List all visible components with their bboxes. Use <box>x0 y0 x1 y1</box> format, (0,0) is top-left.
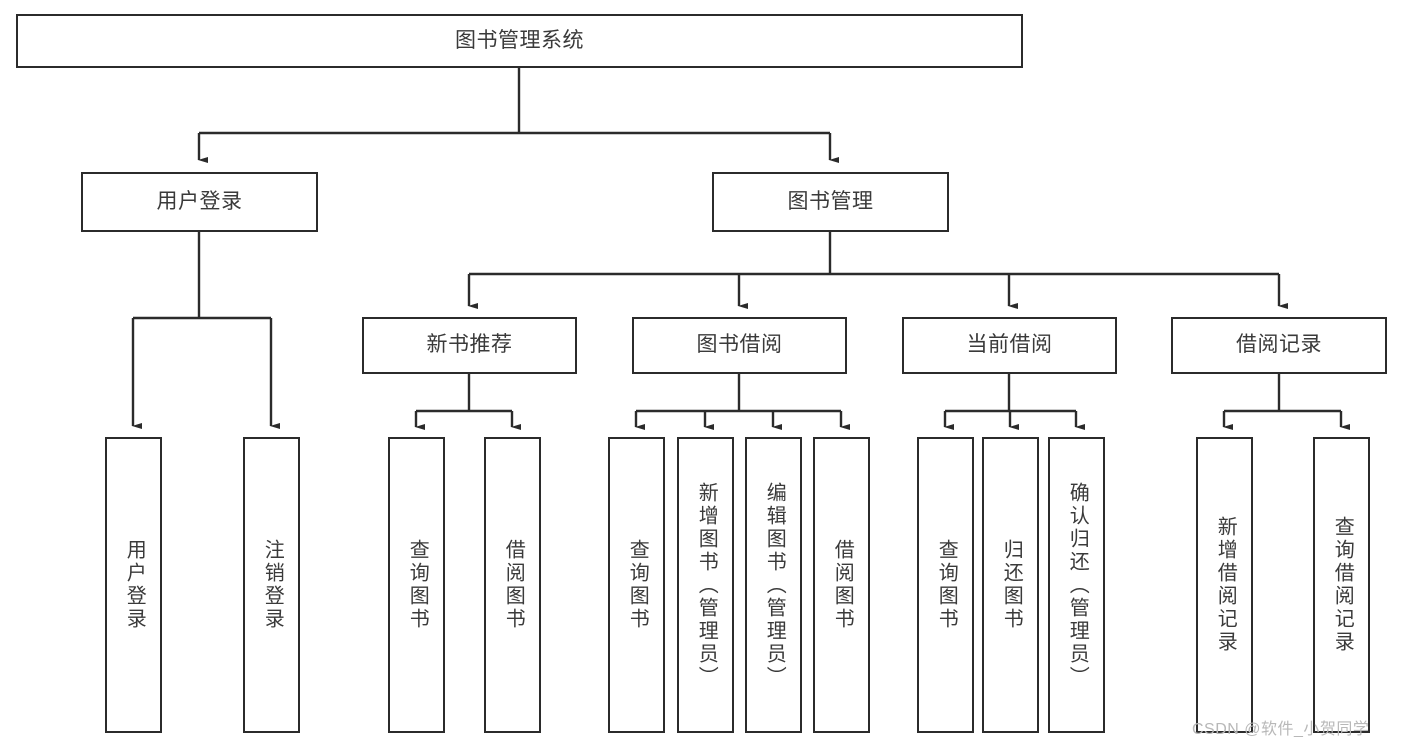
leaf-query-book-2-label: 查询图书 <box>626 539 649 631</box>
leaf-borrow-book-1-label: 借阅图书 <box>502 539 525 631</box>
node-borrow-record-label: 借阅记录 <box>1236 333 1322 357</box>
leaf-confirm-return[interactable]: 确认归还（管理员） <box>1048 437 1105 733</box>
node-current-borrow-label: 当前借阅 <box>966 333 1053 357</box>
leaf-borrow-book-2[interactable]: 借阅图书 <box>813 437 870 733</box>
leaf-logout-login[interactable]: 注销登录 <box>243 437 300 733</box>
node-user-login-label: 用户登录 <box>156 189 243 213</box>
leaf-edit-book[interactable]: 编辑图书（管理员） <box>745 437 802 733</box>
leaf-query-book-1[interactable]: 查询图书 <box>388 437 445 733</box>
node-book-borrow-label: 图书借阅 <box>696 333 783 357</box>
node-new-book-recommend[interactable]: 新书推荐 <box>362 317 577 374</box>
leaf-add-book[interactable]: 新增图书（管理员） <box>677 437 734 733</box>
leaf-logout-login-label: 注销登录 <box>261 539 284 631</box>
leaf-borrow-book-1[interactable]: 借阅图书 <box>484 437 541 733</box>
node-user-login[interactable]: 用户登录 <box>81 172 318 232</box>
leaf-add-record-label: 新增借阅记录 <box>1214 516 1237 654</box>
leaf-add-record[interactable]: 新增借阅记录 <box>1196 437 1253 733</box>
leaf-query-book-3[interactable]: 查询图书 <box>917 437 974 733</box>
node-borrow-record[interactable]: 借阅记录 <box>1171 317 1387 374</box>
node-root[interactable]: 图书管理系统 <box>16 14 1023 68</box>
leaf-return-book-label: 归还图书 <box>1000 539 1023 631</box>
leaf-return-book[interactable]: 归还图书 <box>982 437 1039 733</box>
leaf-edit-book-label: 编辑图书（管理员） <box>763 481 786 689</box>
node-new-book-recommend-label: 新书推荐 <box>426 333 513 357</box>
node-book-borrow[interactable]: 图书借阅 <box>632 317 847 374</box>
leaf-query-book-2[interactable]: 查询图书 <box>608 437 665 733</box>
leaf-query-book-3-label: 查询图书 <box>935 539 958 631</box>
leaf-user-login-label: 用户登录 <box>123 539 146 631</box>
node-current-borrow[interactable]: 当前借阅 <box>902 317 1117 374</box>
node-book-manage-label: 图书管理 <box>787 189 874 213</box>
leaf-user-login[interactable]: 用户登录 <box>105 437 162 733</box>
node-root-label: 图书管理系统 <box>455 28 584 52</box>
leaf-borrow-book-2-label: 借阅图书 <box>831 539 854 631</box>
leaf-query-record-label: 查询借阅记录 <box>1331 516 1354 654</box>
node-book-manage[interactable]: 图书管理 <box>712 172 949 232</box>
leaf-query-record[interactable]: 查询借阅记录 <box>1313 437 1370 733</box>
watermark-text: CSDN @软件_小贺同学 <box>1192 721 1370 738</box>
leaf-add-book-label: 新增图书（管理员） <box>695 481 718 689</box>
leaf-query-book-1-label: 查询图书 <box>406 539 429 631</box>
leaf-confirm-return-label: 确认归还（管理员） <box>1066 481 1089 689</box>
